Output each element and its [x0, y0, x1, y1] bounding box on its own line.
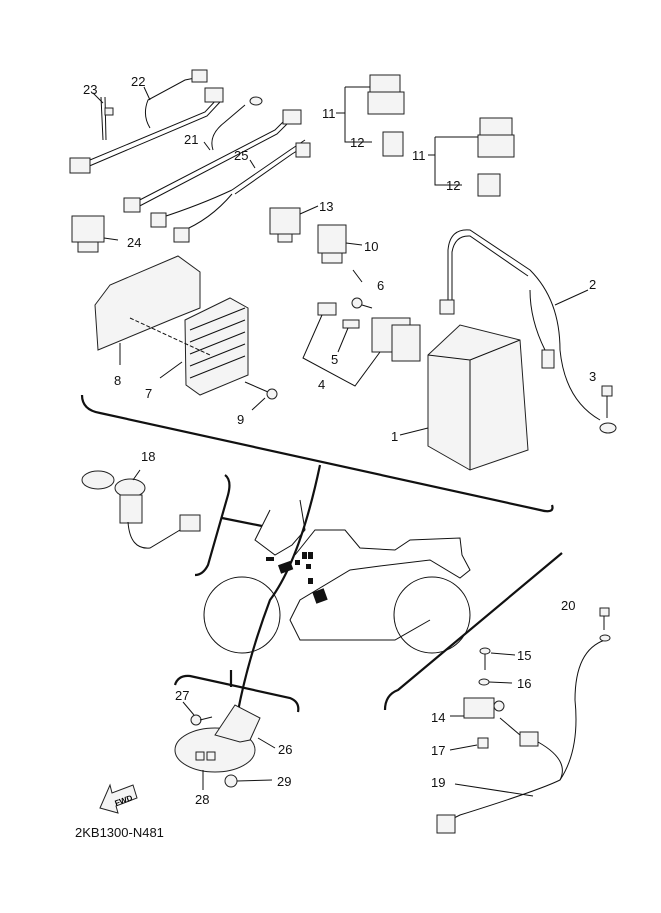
relay-assembly-11b [428, 117, 515, 197]
motorcycle-outline [203, 499, 471, 654]
upper-region-border [80, 394, 554, 513]
left-region-border [194, 474, 231, 577]
callout-26: 26 [278, 742, 293, 757]
screw-20 [599, 607, 611, 642]
callout-11a: 11 [322, 106, 336, 121]
callout-23: 23 [83, 82, 98, 97]
callout-25: 25 [234, 148, 249, 163]
callout-19: 19 [431, 775, 446, 790]
callout-11b: 11 [412, 148, 426, 163]
battery-1 [399, 324, 529, 471]
callout-14: 14 [431, 710, 446, 725]
callout-18: 18 [141, 449, 156, 464]
rectifier-regulator-7 [129, 297, 249, 396]
callout-6: 6 [377, 278, 385, 293]
callout-20: 20 [561, 598, 576, 613]
leader-lines [92, 86, 363, 283]
bracket-26 [214, 704, 276, 749]
socket-18 [81, 469, 201, 549]
callout-3: 3 [589, 369, 597, 384]
socket-leader-line [221, 516, 263, 528]
callout-16: 16 [517, 676, 532, 691]
callout-13: 13 [319, 199, 334, 214]
starter-relay-4 [302, 297, 421, 387]
callout-24: 24 [127, 235, 142, 250]
callout-10: 10 [364, 239, 379, 254]
relay-10 [317, 224, 363, 264]
bolt-3 [601, 385, 613, 418]
divider-line-center [230, 464, 322, 751]
callout-9: 9 [237, 412, 245, 427]
nut-29 [224, 774, 273, 788]
callout-28: 28 [195, 792, 210, 807]
cover-8 [94, 255, 201, 365]
callout-8: 8 [114, 373, 122, 388]
callout-5: 5 [331, 352, 339, 367]
callout-22: 22 [131, 74, 146, 89]
wire-harness-25 [150, 139, 311, 243]
callout-15: 15 [517, 648, 532, 663]
relay-assembly-11a [336, 74, 405, 157]
callout-2: 2 [589, 277, 597, 292]
wire-harness-21 [123, 96, 302, 213]
callout-1: 1 [391, 429, 399, 444]
callout-27: 27 [175, 688, 190, 703]
horn-region-border [173, 674, 300, 713]
bolt-9 [244, 381, 278, 411]
relay-13 [269, 205, 319, 243]
washer-16 [478, 678, 513, 686]
collar-17 [449, 737, 489, 751]
lead-19 [436, 639, 606, 834]
wire-harness-22 [69, 69, 224, 174]
fwd-arrow-icon: FWD [99, 783, 138, 814]
callout-12b: 12 [446, 178, 461, 193]
screw-15 [479, 647, 516, 670]
callout-17: 17 [431, 743, 446, 758]
right-region-border [383, 552, 563, 711]
sensor-14 [450, 697, 521, 736]
callout-7: 7 [145, 386, 153, 401]
callout-21: 21 [184, 132, 199, 147]
callout-12a: 12 [350, 135, 365, 150]
battery-cable-2 [439, 229, 617, 434]
callout-29: 29 [277, 774, 292, 789]
band-23 [100, 96, 114, 141]
bolt-27 [182, 701, 213, 726]
callout-4: 4 [318, 377, 326, 392]
relay-24 [71, 215, 119, 253]
diagram-code: 2KB1300-N481 [75, 825, 164, 840]
